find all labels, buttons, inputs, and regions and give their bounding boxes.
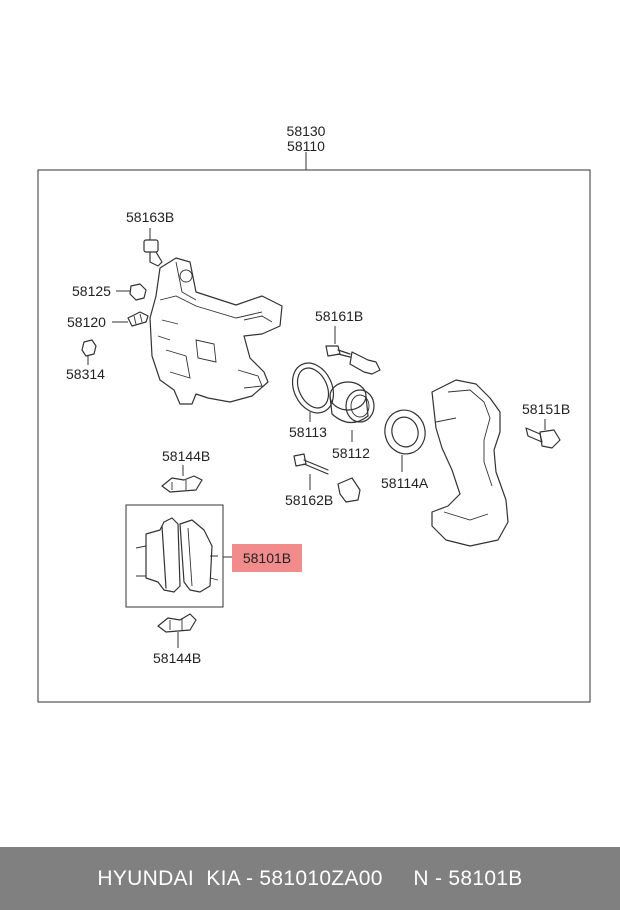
dust-boot-58114a [384, 409, 426, 455]
bolt-58163b [143, 239, 163, 267]
caliper-housing [149, 257, 283, 405]
label-58114a: 58114A [381, 475, 429, 491]
pad-clip-bottom-58144b [157, 613, 197, 633]
label-58163b: 58163B [126, 209, 174, 225]
guide-pin-58162b [293, 453, 361, 503]
label-58161b: 58161B [315, 308, 363, 324]
label-58162b: 58162B [285, 492, 333, 508]
caliper-bracket [431, 379, 509, 547]
bleeder-screw-58120 [127, 311, 149, 327]
label-58113: 58113 [289, 424, 327, 440]
guide-pin-58161b [325, 345, 381, 375]
label-58110: 58110 [287, 138, 325, 154]
brake-pads [135, 517, 219, 593]
pad-clip-top-58144b [161, 475, 203, 493]
label-58144b-top: 58144B [162, 448, 210, 464]
footer-text: HYUNDAI KIA - 581010ZA00 N - 58101B [97, 866, 523, 890]
cap-58125 [129, 283, 147, 301]
pad-kit-frame [125, 504, 224, 608]
bolt-58151b [525, 427, 561, 449]
label-58314: 58314 [66, 366, 105, 382]
piston-seal-58113 [291, 362, 335, 414]
assembly-frame [37, 169, 591, 703]
pad-kit-highlight [232, 544, 302, 572]
label-58151b: 58151B [522, 401, 570, 417]
label-58130: 58130 [287, 123, 326, 139]
label-58144b-bottom: 58144B [153, 650, 201, 666]
label-58101b: 58101B [243, 550, 291, 566]
parts-diagram: 58130 58110 58163B 58125 58120 58314 [37, 123, 591, 703]
label-58125: 58125 [72, 283, 111, 299]
piston-58112 [329, 381, 375, 424]
label-58112: 58112 [332, 445, 370, 461]
cap-58314 [81, 339, 97, 357]
label-58120: 58120 [67, 314, 106, 330]
part-number-footer: HYUNDAI KIA - 581010ZA00 N - 58101B [0, 847, 620, 910]
